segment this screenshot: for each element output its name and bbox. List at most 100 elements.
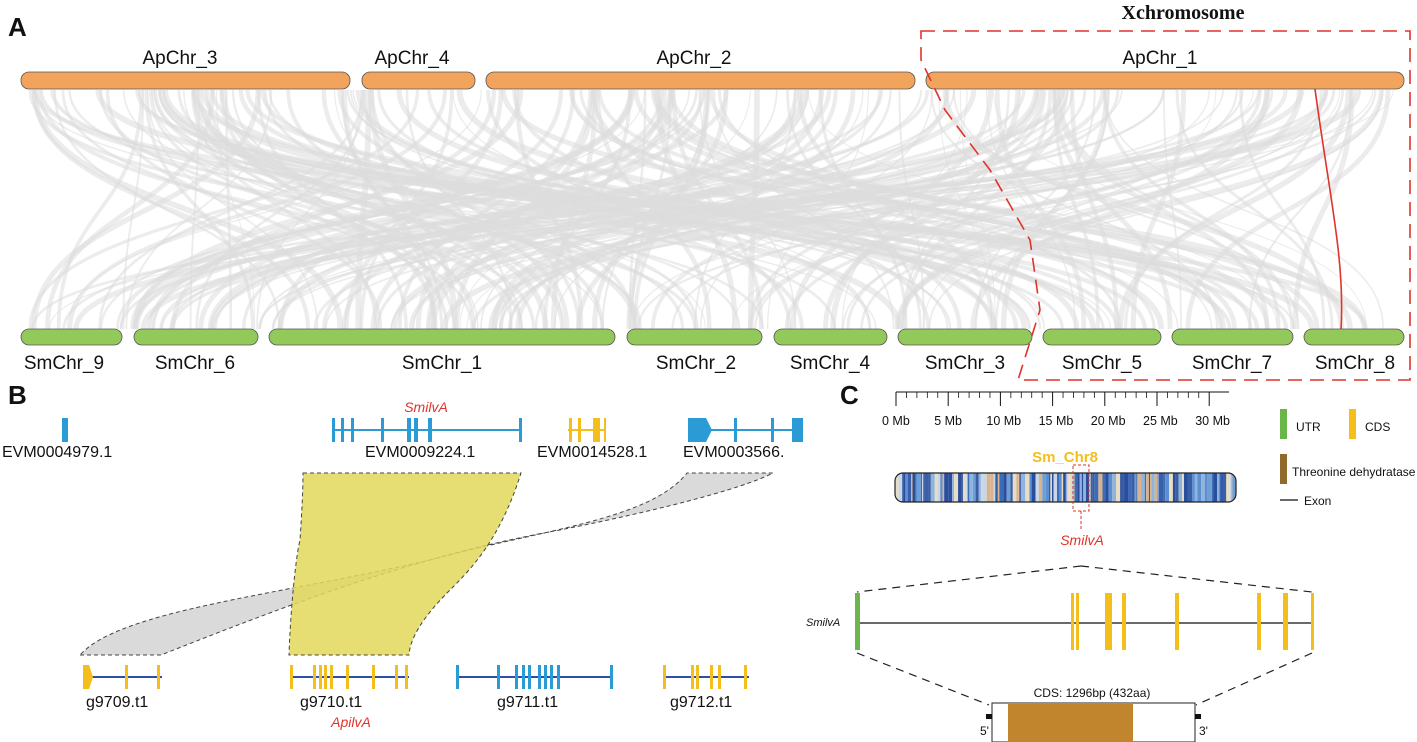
gene-label-evm0003566: EVM0003566. [683,444,784,461]
chromosome-smchr-5 [1042,328,1162,346]
ideogram-band [912,473,916,502]
label-apchr-4: ApChr_4 [375,48,450,69]
ideogram-band [895,473,899,502]
ideogram-band [1182,473,1184,502]
ideogram-band [1136,473,1138,502]
legend-utr-label: UTR [1296,420,1321,434]
ideogram-band [1157,473,1159,502]
synteny-ribbon [668,89,1320,330]
five-prime-label: 5' [980,724,989,738]
scale-tick-label: 5 Mb [934,414,962,428]
ideogram-band [972,473,976,502]
ideogram-band [1124,473,1129,502]
synteny-ribbon [135,89,729,330]
ideogram-band [898,473,903,502]
ideogram-band [1216,473,1220,502]
exon [62,418,68,442]
ideogram-band [1175,473,1179,502]
synteny-ribbon [717,89,1122,330]
x-chromosome-outline [920,30,1411,381]
x-chromosome-label: Xchromosome [1122,2,1245,24]
cds-caption: CDS: 1296bp (432aa) [1034,686,1151,700]
ideogram-band [1134,473,1137,502]
synteny-ribbon [56,89,144,330]
chromosome-smchr-9 [20,328,123,346]
gene-g9711 [456,665,613,689]
ideogram-band [1213,473,1217,502]
synteny-ribbon [896,89,1303,330]
label-smchr-3: SmChr_3 [925,353,1005,374]
ideogram-band [958,473,962,502]
gene-label-g9711: g9711.t1 [497,694,558,711]
ideogram-band [1020,473,1024,502]
cds-exons [1071,593,1314,650]
ideogram-band [1019,473,1021,502]
gene-evm0004979 [62,418,68,442]
synteny-ribbon [73,89,1305,330]
ideogram-band [1092,473,1095,502]
ideogram-band [1069,473,1072,502]
gene-label-g9709: g9709.t1 [86,694,148,711]
gene-label-evm0014528: EVM0014528.1 [537,444,647,461]
ideogram-band [1012,473,1017,502]
synteny-ribbon [148,89,449,330]
ideogram-band [924,473,929,502]
scale-tick-label: 15 Mb [1039,414,1074,428]
panel-a-letter: A [8,12,27,42]
ideogram-band [1211,473,1214,502]
ideogram-band [1226,473,1228,502]
ideogram-band [922,473,924,502]
ideogram-band [1178,473,1183,502]
ideogram-band [907,473,912,502]
synteny-ribbon [170,89,497,330]
cds-3-cap [1195,714,1201,719]
ideogram-band [999,473,1004,502]
ideogram-band [1141,473,1145,502]
ideogram-band [937,473,941,502]
ideogram-band [902,473,904,502]
yellow-synteny-band [288,472,522,656]
ideogram-band [1121,473,1125,502]
ideogram-band [911,473,913,502]
ideogram-band [1187,473,1193,502]
synteny-ribbon [1185,89,1391,330]
ideogram-band [1029,473,1032,502]
ideogram-band [1067,473,1070,502]
ideogram-band [1065,473,1068,502]
ideogram-band [967,473,970,502]
ideogram-band [1221,473,1223,502]
ideogram-band [1183,473,1188,502]
chromosome-smchr-8 [1303,328,1405,346]
ideogram-band [1105,473,1109,502]
ideogram-band [961,473,963,502]
ideogram-band [1023,473,1026,502]
legend-threonine-label: Threonine dehydratase [1292,465,1416,479]
ideogram-band [954,473,959,502]
synteny-ribbon [425,89,675,330]
ideogram-band [1077,473,1080,502]
ideogram-band [1083,473,1086,502]
chromosome-ideogram-outline [894,472,1237,503]
synteny-ribbon [205,89,476,330]
ideogram-band [1150,473,1152,502]
ideogram-band [940,473,943,502]
ideogram-band [1163,473,1166,502]
ideogram-band [978,473,981,502]
ideogram-band [1071,473,1074,502]
ideogram-band [1232,473,1235,502]
ideogram-band [1201,473,1205,502]
synteny-ribbon [256,89,362,330]
scale-tick-label: 20 Mb [1091,414,1126,428]
legend: UTR CDS Threonine dehydratase Exon [1280,409,1416,508]
zoom-line-lower-right [1195,652,1313,706]
ideogram-band [1094,473,1099,502]
zoom-line-left [856,565,1082,593]
label-smchr-6: SmChr_6 [155,353,235,374]
chromosome-apchr-4 [361,71,476,90]
chromosome-apchr-3 [20,71,351,90]
ideogram-band [1165,473,1170,502]
synteny-ribbon [985,89,1077,330]
ideogram-band [923,473,925,502]
